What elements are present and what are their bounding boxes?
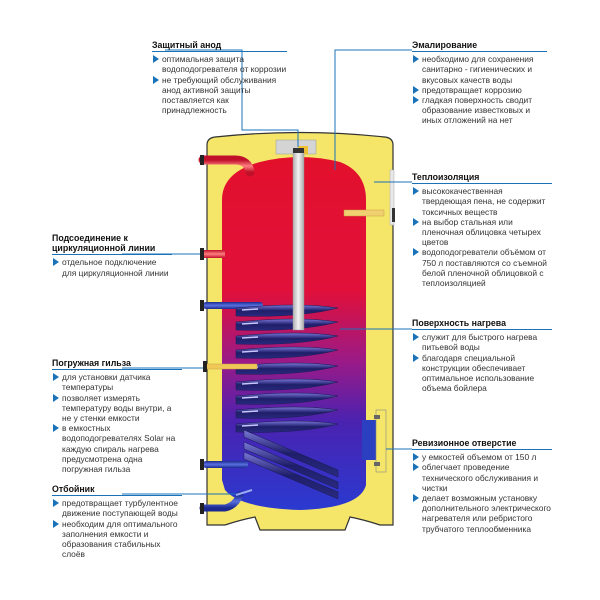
callout-title: Защитный анод: [152, 40, 287, 53]
callout-title: Ревизионное отверстие: [412, 438, 552, 451]
list-item: в емкостных водоподогревателях Solar на …: [52, 423, 182, 474]
callout-title: Погружная гильза: [52, 358, 182, 371]
list-item: оптимальная защита водоподогревателя от …: [152, 54, 287, 74]
list-item: служит для быстрого нагрева питьевой вод…: [412, 332, 552, 352]
bullet-icon: [413, 494, 419, 503]
coil-highlight: [241, 308, 259, 311]
bullet-icon: [413, 248, 419, 257]
bullet-icon: [413, 463, 419, 472]
list-item: предотвращает турбулентное движение пост…: [52, 498, 182, 518]
callout-circulation: Подсоединение к циркуляционной линии отд…: [52, 233, 172, 278]
sensor-sleeve: [204, 363, 258, 370]
leader-lines: [122, 49, 412, 495]
coil-turn: [243, 429, 339, 478]
list-item: отдельное подключение для циркуляционной…: [52, 257, 172, 278]
callout-title: Теплоизоляция: [412, 172, 552, 185]
coil-turn: [235, 318, 339, 331]
coil-turn: [243, 441, 339, 490]
coil-turn: [235, 420, 339, 433]
callout-anode: Защитный анод оптимальная защита водопод…: [152, 40, 287, 115]
hot-water-outlet: [198, 155, 255, 177]
list-item: позволяет измерять температуру воды внут…: [52, 393, 182, 424]
callout-title: Отбойник: [52, 484, 182, 497]
bullet-icon: [53, 258, 59, 267]
right-sensor-sleeve: [343, 209, 385, 217]
anode-rod: [292, 149, 305, 331]
bullet-icon: [53, 424, 59, 433]
heating-coil: [200, 300, 339, 500]
list-item: благодаря специальной конструкции обеспе…: [412, 353, 552, 394]
callout-title: Эмалирование: [412, 40, 547, 53]
coil-turn: [235, 378, 339, 391]
coil-turn: [235, 362, 339, 375]
list-item: высококачественная твердеющая пена, не с…: [412, 186, 552, 217]
callout-title: Поверхность нагрева: [412, 318, 552, 331]
bullet-icon: [413, 55, 419, 64]
coil-turn: [235, 346, 339, 359]
list-item: необходимо для сохранения санитарно - ги…: [412, 54, 547, 85]
coil-turn: [235, 406, 339, 419]
bullet-icon: [53, 519, 59, 528]
bullet-icon: [153, 75, 159, 84]
circulation-pipe: [203, 250, 225, 258]
coil-turn: [243, 451, 339, 500]
list-item: предотвращает коррозию: [412, 85, 547, 95]
bullet-icon: [413, 187, 419, 196]
list-item: делает возможным установку дополнительно…: [412, 493, 552, 534]
inspection-port: [362, 420, 378, 460]
coil-highlight: [241, 424, 259, 427]
callout-baffle: Отбойник предотвращает турбулентное движ…: [52, 484, 182, 559]
coil-turn: [235, 392, 339, 405]
coil-highlight: [241, 322, 259, 325]
baffle: [235, 489, 253, 496]
callout-title: Подсоединение к циркуляционной линии: [52, 233, 172, 256]
list-item: у емкостей объемом от 150 л: [412, 452, 552, 462]
list-item: необходим для оптимального заполнения ем…: [52, 519, 182, 560]
cold-water-inlet: [199, 491, 244, 512]
bullet-icon: [53, 393, 59, 402]
callout-insulation: Теплоизоляция высококачественная твердею…: [412, 172, 552, 288]
list-item: облегчает проведение технического обслуж…: [412, 462, 552, 493]
callout-enamel: Эмалирование необходимо для сохранения с…: [412, 40, 547, 126]
list-item: водоподогреватели объёмом от 750 л поста…: [412, 247, 552, 288]
bullet-icon: [413, 217, 419, 226]
callout-sensor-sleeve: Погружная гильза для установки датчика т…: [52, 358, 182, 474]
coil-highlight: [241, 350, 259, 353]
list-item: на выбор стальная или пленочная облицовк…: [412, 217, 552, 248]
list-item: для установки датчика температуры: [52, 372, 182, 392]
leader-enamel: [334, 49, 412, 170]
coil-turn: [235, 332, 339, 345]
coil-highlight: [241, 336, 259, 339]
leader-anode: [165, 49, 299, 147]
inspection-cover: [375, 409, 387, 473]
bullet-icon: [153, 55, 159, 64]
bullet-icon: [413, 96, 419, 105]
coil-highlight: [241, 410, 259, 413]
bullet-icon: [413, 333, 419, 342]
coil-highlight: [241, 382, 259, 385]
bullet-icon: [413, 453, 419, 462]
callout-heating-surface: Поверхность нагрева служит для быстрого …: [412, 318, 552, 393]
bullet-icon: [413, 85, 419, 94]
callout-inspection: Ревизионное отверстие у емкостей объемом…: [412, 438, 552, 534]
bullet-icon: [413, 353, 419, 362]
list-item: не требующий обслуживания анод активной …: [152, 75, 287, 116]
bullet-icon: [53, 373, 59, 382]
coil-turn: [235, 304, 339, 317]
list-item: гладкая поверхность сводит образование и…: [412, 95, 547, 126]
coil-highlight: [241, 396, 259, 399]
bullet-icon: [53, 499, 59, 508]
